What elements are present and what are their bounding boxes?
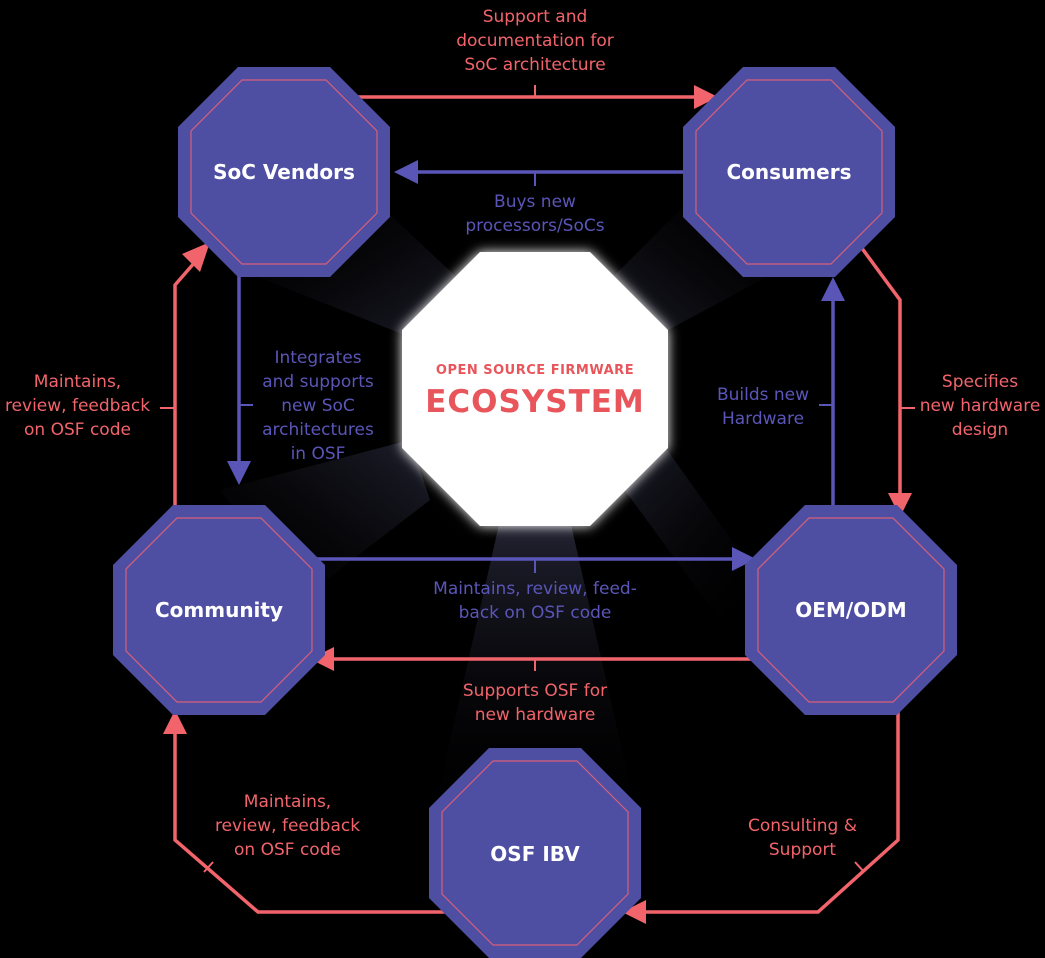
blue-connectors (237, 170, 835, 561)
edge-label-community-to-oem: Maintains, review, feed- back on OSF cod… (433, 579, 637, 623)
edge-label-soc-to-community: Integrates and supports new SoC architec… (262, 348, 374, 464)
node-community-shape (113, 505, 325, 715)
red-arrowheads (163, 85, 912, 924)
node-osf-ibv: OSF IBV (490, 842, 580, 866)
center-node-shape (402, 252, 668, 526)
blue-tick-marks (239, 172, 833, 573)
edge-label-community-to-soc: Maintains, review, feedback on OSF code (4, 372, 151, 440)
node-oem-odm: OEM/ODM (795, 598, 907, 622)
node-osf-ibv-shape (429, 748, 641, 958)
node-consumers-shape (683, 67, 895, 277)
edge-label-soc-to-consumers: Support and documentation for SoC archit… (456, 7, 614, 75)
edge-label-ibv-to-community: Maintains, review, feedback on OSF code (214, 792, 361, 860)
center-subtitle: OPEN SOURCE FIRMWARE (435, 363, 635, 378)
center-title: ECOSYSTEM (425, 384, 645, 420)
red-connectors (173, 95, 902, 914)
edge-label-oem-to-ibv: Consulting & Support (747, 816, 857, 860)
blue-arrowheads (227, 160, 845, 571)
node-consumers: Consumers (726, 160, 852, 184)
node-community: Community (154, 598, 284, 622)
red-tick-marks (160, 85, 915, 873)
edge-label-oem-to-community: Supports OSF for new hardware (462, 681, 608, 725)
node-soc-vendors-shape (178, 67, 390, 277)
node-soc-vendors: SoC Vendors (213, 160, 355, 184)
edge-label-consumers-to-oem: Specifies new hardware design (919, 372, 1041, 440)
edge-label-oem-to-consumers: Builds new Hardware (716, 385, 810, 429)
node-oem-odm-shape (745, 505, 957, 715)
edge-label-consumers-to-soc: Buys new processors/SoCs (465, 192, 605, 236)
